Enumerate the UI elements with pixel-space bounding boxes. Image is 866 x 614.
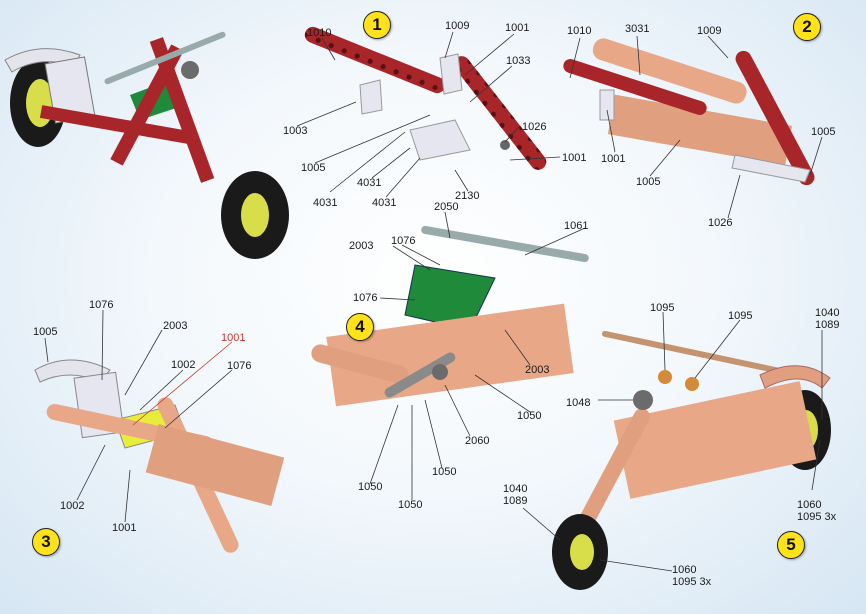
step-badge-5: 5 bbox=[777, 531, 805, 559]
part-label: 1010 bbox=[567, 25, 592, 37]
copper-strip-4 bbox=[311, 344, 409, 384]
part-1095-b bbox=[685, 377, 699, 391]
strip-1009-step2 bbox=[735, 50, 815, 186]
finished-motorcycle-illustration bbox=[4, 31, 289, 259]
part-label: 1026 bbox=[708, 217, 733, 229]
part-label: 1040 bbox=[503, 483, 528, 495]
bracket-1033 bbox=[439, 53, 463, 95]
part-label: 1033 bbox=[506, 55, 531, 67]
part-label: 4031 bbox=[372, 197, 397, 209]
part-label: 2130 bbox=[455, 190, 480, 202]
nut-2060 bbox=[432, 364, 448, 380]
part-label: 1005 bbox=[301, 162, 326, 174]
step-badge-3: 3 bbox=[32, 528, 60, 556]
part-label: 3031 bbox=[625, 23, 650, 35]
part-label: 4031 bbox=[313, 197, 338, 209]
part-label: 1076 bbox=[227, 360, 252, 372]
part-label: 1095 bbox=[650, 302, 675, 314]
part-label: 1001 bbox=[112, 522, 137, 534]
part-label: 1003 bbox=[283, 125, 308, 137]
part-1095-a bbox=[658, 370, 672, 384]
bracket-1003 bbox=[359, 79, 383, 115]
part-label: 1095 3x bbox=[672, 576, 712, 588]
wheel-nut bbox=[181, 61, 199, 79]
step1-illustration bbox=[304, 26, 547, 170]
copper-frame-body bbox=[607, 94, 793, 166]
part-1048 bbox=[633, 390, 653, 410]
part-label: 1001 bbox=[505, 22, 530, 34]
fork-strip-2 bbox=[149, 37, 215, 183]
handlebar-1095 bbox=[602, 330, 788, 376]
bracket-2130 bbox=[409, 119, 471, 161]
part-label: 1076 bbox=[89, 299, 114, 311]
part-label: 1076 bbox=[391, 235, 416, 247]
front-hub bbox=[241, 193, 269, 237]
part-label: 1048 bbox=[566, 397, 591, 409]
step4-illustration bbox=[311, 225, 589, 407]
part-label: 4031 bbox=[357, 177, 382, 189]
part-label: 1089 bbox=[503, 495, 528, 507]
part-label: 2003 bbox=[525, 364, 550, 376]
part-label: 1009 bbox=[697, 25, 722, 37]
part-label: 1050 bbox=[398, 499, 423, 511]
strip-1010-holes bbox=[304, 26, 446, 94]
part-label: 1060 bbox=[672, 564, 697, 576]
part-label-highlighted: 1001 bbox=[221, 332, 246, 344]
part-label: 1050 bbox=[517, 410, 542, 422]
part-label: 1002 bbox=[60, 500, 85, 512]
bracket-1026-step2 bbox=[731, 154, 811, 183]
part-label: 1061 bbox=[564, 220, 589, 232]
part-label: 1010 bbox=[307, 27, 332, 39]
copper-frame-top bbox=[592, 38, 747, 104]
part-label: 2050 bbox=[434, 201, 459, 213]
part-label: 1002 bbox=[171, 359, 196, 371]
part-label: 1005 bbox=[811, 126, 836, 138]
part-label: 1009 bbox=[445, 20, 470, 32]
handlebar-axle bbox=[104, 31, 226, 85]
front-hub-5 bbox=[570, 534, 594, 570]
step3-illustration bbox=[34, 359, 285, 553]
frame-strip bbox=[39, 105, 190, 144]
part-label: 1050 bbox=[358, 481, 383, 493]
strip-1010-step2 bbox=[563, 58, 707, 116]
step2-illustration bbox=[563, 38, 815, 186]
part-label: 1040 bbox=[815, 307, 840, 319]
part-label: 1089 bbox=[815, 319, 840, 331]
leader-lines bbox=[44, 31, 823, 572]
part-label: 1095 bbox=[728, 310, 753, 322]
copper-body-5 bbox=[613, 381, 817, 499]
step-badge-2: 2 bbox=[793, 13, 821, 41]
part-label: 2060 bbox=[465, 435, 490, 447]
part-label: 2003 bbox=[163, 320, 188, 332]
bracket-1001-step2 bbox=[599, 89, 615, 121]
part-label: 1001 bbox=[562, 152, 587, 164]
part-label: 2003 bbox=[349, 240, 374, 252]
part-label: 1050 bbox=[432, 466, 457, 478]
copper-body bbox=[145, 424, 285, 506]
part-label: 1095 3x bbox=[797, 511, 837, 523]
part-label: 1060 bbox=[797, 499, 822, 511]
part-label: 1026 bbox=[522, 121, 547, 133]
strip-1009-holes bbox=[453, 56, 547, 170]
nut-1026 bbox=[500, 140, 510, 150]
part-label: 1005 bbox=[33, 326, 58, 338]
part-label: 1005 bbox=[636, 176, 661, 188]
part-label: 1001 bbox=[601, 153, 626, 165]
step-badge-4: 4 bbox=[346, 313, 374, 341]
axle-1050 bbox=[384, 352, 456, 398]
step-badge-1: 1 bbox=[363, 11, 391, 39]
axle-2050 bbox=[421, 225, 589, 263]
part-label: 1076 bbox=[353, 292, 378, 304]
